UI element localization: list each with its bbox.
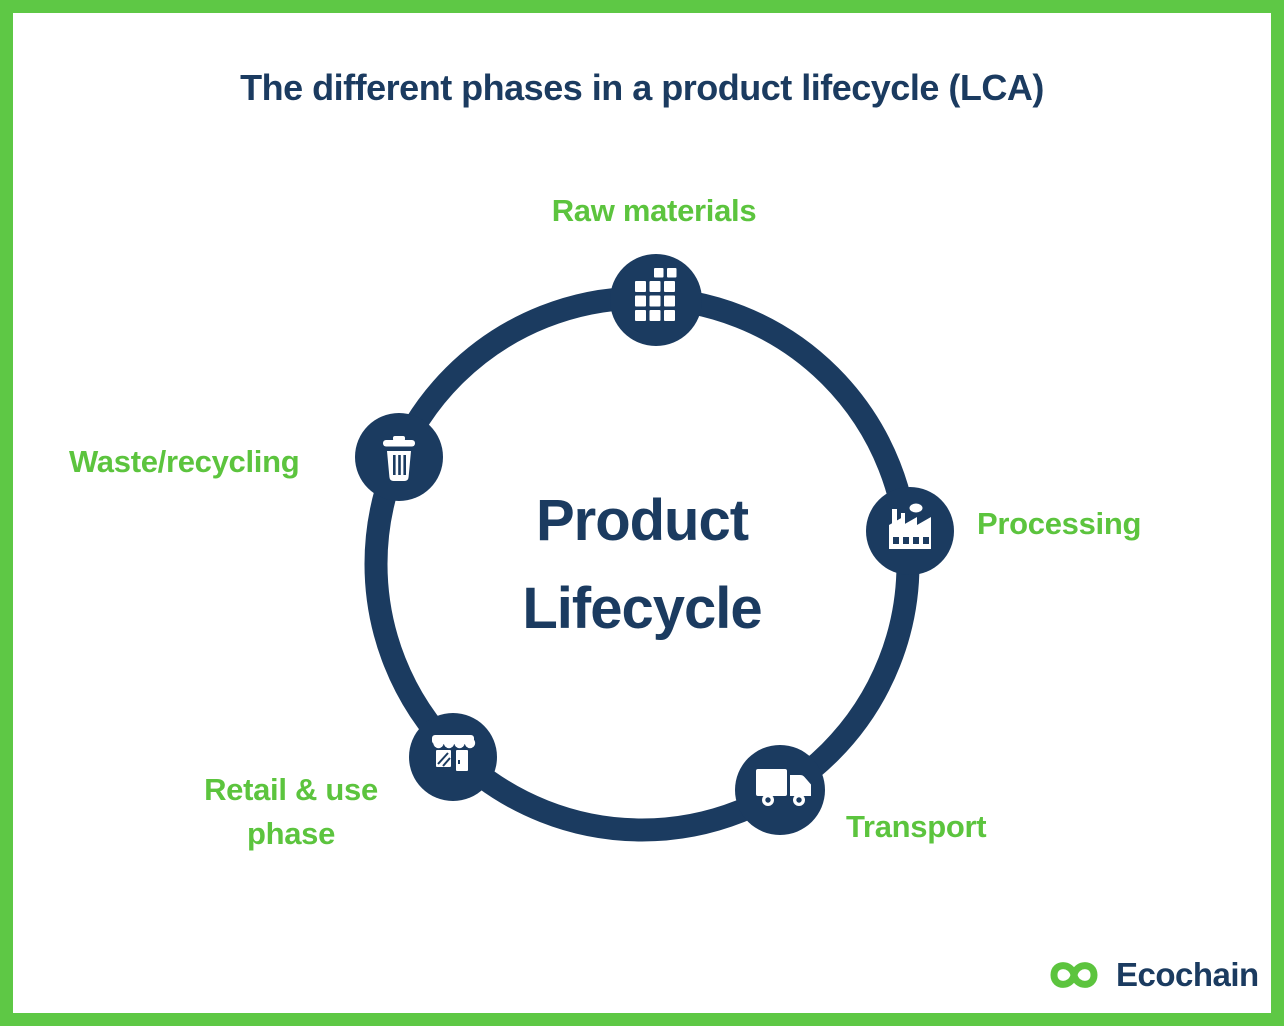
page-title: The different phases in a product lifecy… [240, 67, 1044, 108]
node-transport [735, 745, 825, 835]
raw-materials-blocks-icon [635, 268, 677, 321]
phase-label-transport: Transport [846, 809, 987, 844]
node-circle [409, 713, 497, 801]
brand-logo-text: Ecochain [1116, 956, 1259, 993]
infinity-chain-icon [1050, 962, 1098, 988]
brand-logo: Ecochain [1046, 955, 1259, 995]
trash-can-icon [383, 436, 415, 481]
lifecycle-cycle-diagram [355, 254, 954, 842]
diagram-center-title: Product Lifecycle [392, 477, 892, 653]
phase-label-processing: Processing [977, 506, 1142, 541]
node-processing [866, 487, 954, 575]
node-raw-materials [610, 254, 702, 346]
center-title-line1: Product [535, 488, 749, 553]
phase-label-raw-materials: Raw materials [551, 193, 757, 228]
factory-icon [889, 503, 931, 549]
phase-label-waste-recycling: Waste/recycling [69, 444, 300, 479]
node-retail-use [409, 713, 497, 801]
phase-label-retail-use: Retail & use phase [204, 772, 378, 851]
truck-icon [756, 769, 811, 806]
storefront-icon [432, 735, 476, 771]
center-title-line2: Lifecycle [522, 576, 762, 641]
node-waste-recycling [355, 413, 443, 501]
